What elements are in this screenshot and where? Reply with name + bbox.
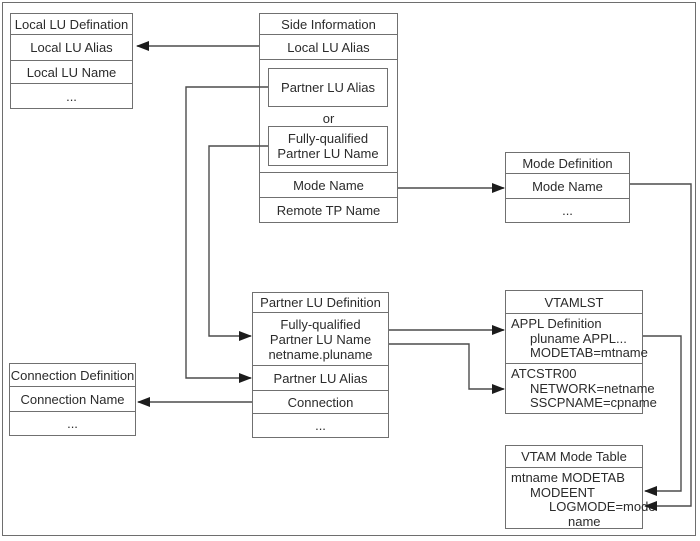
modetab-line3: LOGMODE=mode xyxy=(549,499,656,514)
appl-line1: APPL Definition xyxy=(511,316,602,331)
row-side-local-lu-alias: Local LU Alias xyxy=(260,34,397,59)
box-partner-lu-definition: Partner LU Definition Fully-qualified Pa… xyxy=(252,292,389,438)
row-connection-name: Connection Name xyxy=(10,386,135,411)
row-mode-ellipsis: ... xyxy=(506,198,629,222)
row-remote-tp-name: Remote TP Name xyxy=(260,197,397,222)
row-partner-lu-alias: Partner LU Alias xyxy=(253,365,388,390)
box-mode-definition-title: Mode Definition xyxy=(522,155,613,171)
box-side-information: Side Information Local LU Alias Partner … xyxy=(259,13,398,223)
diagram-outer-border xyxy=(2,2,696,536)
box-partner-lu-definition-title: Partner LU Definition xyxy=(260,295,381,310)
row-vtam-mode-table-body: mtname MODETAB MODEENT LOGMODE=mode name xyxy=(506,467,656,529)
or-label: or xyxy=(322,111,335,126)
box-mode-definition: Mode Definition Mode Name ... xyxy=(505,152,630,223)
box-vtamlst: VTAMLST APPL Definition pluname APPL... … xyxy=(505,290,657,414)
row-local-lu-name: Local LU Name xyxy=(11,60,132,83)
atc-line1: ATCSTR00 xyxy=(511,366,577,381)
box-vtam-mode-table-title: VTAM Mode Table xyxy=(521,449,627,464)
atc-line3: SSCPNAME=cpname xyxy=(530,395,657,410)
modetab-line4: name xyxy=(568,513,601,529)
section-partner-lu-choice: Partner LU Alias or Fully-qualified Part… xyxy=(260,59,397,172)
fq-name-line2: Partner LU Name xyxy=(277,146,379,161)
row-fully-qualified-partner-lu-name: Fully-qualified Partner LU Name netname.… xyxy=(253,312,388,365)
row-local-lu-ellipsis: ... xyxy=(11,83,132,108)
box-vtamlst-title: VTAMLST xyxy=(544,294,604,310)
row-atcstr00: ATCSTR00 NETWORK=netname SSCPNAME=cpname xyxy=(506,363,657,413)
box-vtam-mode-table: VTAM Mode Table mtname MODETAB MODEENT L… xyxy=(505,445,656,529)
box-connection-definition-title: Connection Definition xyxy=(10,367,135,383)
row-partner-ellipsis: ... xyxy=(253,413,388,437)
atc-line2: NETWORK=netname xyxy=(530,380,655,396)
appl-line3: MODETAB=mtname xyxy=(530,345,648,360)
appl-line2: pluname APPL... xyxy=(530,330,627,346)
modetab-line2: MODEENT xyxy=(530,484,595,500)
fq-name-line1: Fully-qualified xyxy=(287,131,369,146)
fq-line2: Partner LU Name xyxy=(269,331,372,347)
row-appl-definition: APPL Definition pluname APPL... MODETAB=… xyxy=(506,313,648,363)
box-side-information-title: Side Information xyxy=(281,16,376,32)
box-connection-definition: Connection Definition Connection Name ..… xyxy=(9,363,136,436)
box-local-lu-definition-title: Local LU Defination xyxy=(14,16,129,32)
row-mode-name: Mode Name xyxy=(506,173,629,198)
inner-box-partner-lu-alias: Partner LU Alias xyxy=(268,68,388,107)
row-connection-ellipsis: ... xyxy=(10,411,135,435)
fq-line1: Fully-qualified xyxy=(280,316,361,332)
fq-line3: netname.pluname xyxy=(268,346,373,362)
modetab-line1: mtname MODETAB xyxy=(511,470,625,485)
row-side-mode-name: Mode Name xyxy=(260,172,397,197)
row-connection: Connection xyxy=(253,390,388,413)
row-local-lu-alias: Local LU Alias xyxy=(11,34,132,60)
inner-box-fully-qualified-partner-lu-name: Fully-qualified Partner LU Name xyxy=(268,126,388,166)
box-local-lu-definition: Local LU Defination Local LU Alias Local… xyxy=(10,13,133,109)
